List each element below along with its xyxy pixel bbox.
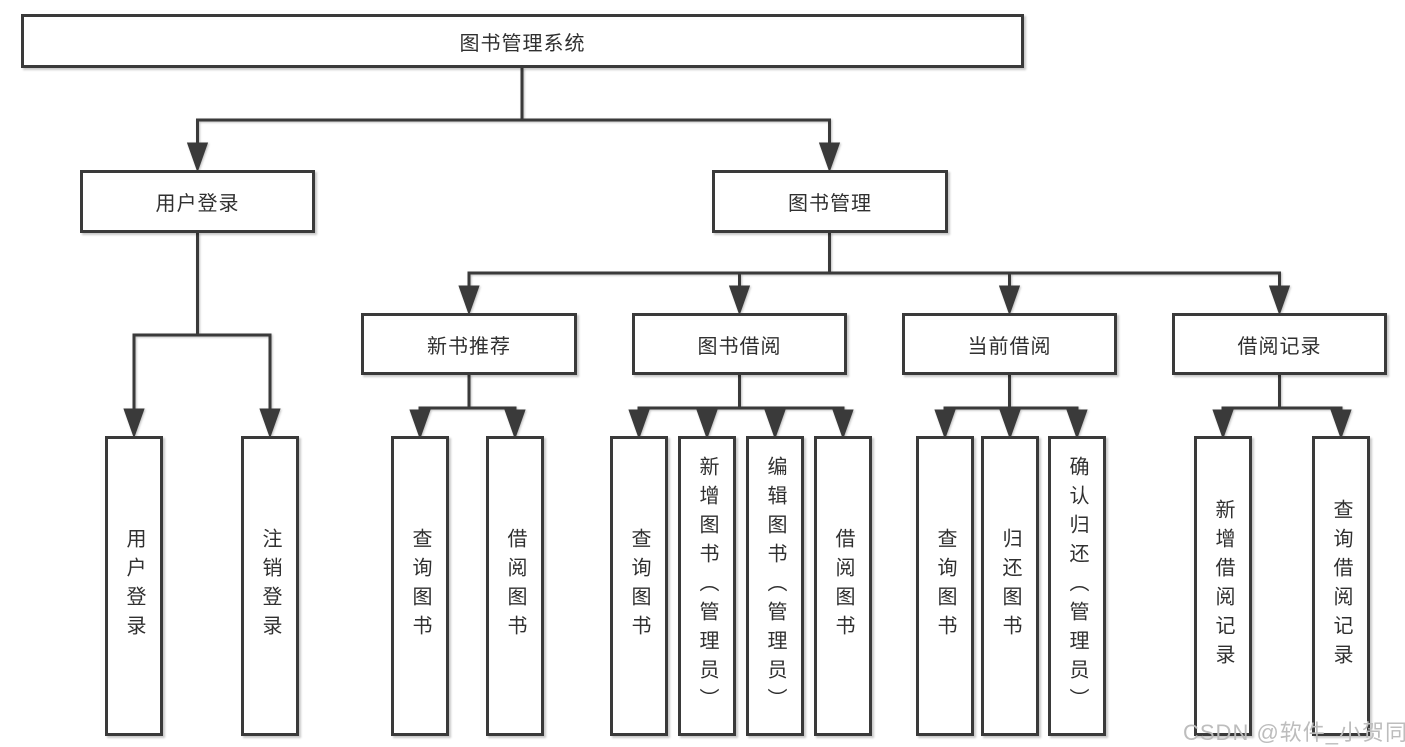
node-new-book-recommend: 新书推荐 — [361, 313, 577, 375]
leaf-records-add: 新增借阅记录 — [1194, 436, 1252, 736]
leaf-current-query-label: 查询图书 — [934, 528, 956, 644]
arrowhead-icon — [998, 285, 1021, 316]
connector-user-branch — [123, 233, 281, 439]
leaf-logout: 注销登录 — [241, 436, 299, 736]
connector-borrow-children — [628, 375, 854, 440]
leaf-logout-label: 注销登录 — [259, 528, 281, 644]
leaf-borrowing-query-label: 查询图书 — [628, 528, 650, 644]
leaf-borrowing-borrow-book: 借阅图书 — [814, 436, 872, 736]
node-borrow-records-label: 借阅记录 — [1237, 335, 1322, 358]
arrowhead-icon — [458, 285, 480, 316]
node-book-borrowing: 图书借阅 — [632, 313, 847, 375]
connector-root-to-level2 — [186, 68, 841, 173]
node-book-management-branch: 图书管理 — [712, 170, 948, 233]
arrowhead-icon — [186, 142, 209, 173]
arrowhead-icon — [818, 142, 841, 173]
node-borrow-records: 借阅记录 — [1172, 313, 1387, 375]
leaf-borrowing-edit-book-admin-label: 编辑图书（管理员） — [764, 455, 786, 717]
node-book-borrowing-label: 图书借阅 — [697, 335, 782, 358]
node-root: 图书管理系统 — [21, 14, 1024, 68]
leaf-newbooks-query: 查询图书 — [391, 436, 449, 736]
arrowhead-icon — [628, 409, 650, 440]
leaf-records-query-label: 查询借阅记录 — [1330, 499, 1352, 673]
leaf-current-confirm-return-admin: 确认归还（管理员） — [1048, 436, 1106, 736]
arrowhead-icon — [409, 409, 431, 440]
arrowhead-icon — [1268, 285, 1291, 316]
arrowhead-icon — [1066, 409, 1088, 440]
leaf-newbooks-borrow-label: 借阅图书 — [504, 528, 526, 644]
node-user-login-branch: 用户登录 — [80, 170, 315, 233]
leaf-borrowing-query: 查询图书 — [610, 436, 668, 736]
arrowhead-icon — [123, 408, 145, 439]
arrowhead-icon — [934, 409, 956, 440]
node-root-label: 图书管理系统 — [459, 32, 586, 55]
leaf-newbooks-query-label: 查询图书 — [409, 528, 431, 644]
leaf-borrowing-borrow-book-label: 借阅图书 — [832, 528, 854, 644]
leaf-current-query: 查询图书 — [916, 436, 974, 736]
leaf-newbooks-borrow: 借阅图书 — [486, 436, 544, 736]
leaf-borrowing-edit-book-admin: 编辑图书（管理员） — [746, 436, 804, 736]
leaf-current-return-label: 归还图书 — [999, 528, 1021, 644]
leaf-records-add-label: 新增借阅记录 — [1212, 499, 1234, 673]
node-new-book-recommend-label: 新书推荐 — [427, 335, 511, 358]
arrowhead-icon — [504, 409, 526, 440]
leaf-user-login-label: 用户登录 — [123, 528, 145, 644]
csdn-watermark: CSDN @软件_小贺同学 — [1183, 720, 1405, 745]
arrowhead-icon — [1212, 409, 1234, 440]
node-book-management-branch-label: 图书管理 — [788, 193, 872, 215]
leaf-borrowing-add-book-admin: 新增图书（管理员） — [678, 436, 736, 736]
connector-books-to-level3 — [458, 233, 1291, 316]
arrowhead-icon — [1330, 409, 1352, 440]
arrowhead-icon — [764, 409, 786, 440]
connector-current-children — [934, 375, 1088, 440]
leaf-current-return: 归还图书 — [981, 436, 1039, 736]
arrowhead-icon — [259, 408, 281, 439]
arrowhead-icon — [728, 285, 751, 316]
arrowhead-icon — [999, 409, 1021, 440]
arrowhead-icon — [696, 409, 718, 440]
node-current-borrowing: 当前借阅 — [902, 313, 1117, 375]
leaf-user-login: 用户登录 — [105, 436, 163, 736]
leaf-records-query: 查询借阅记录 — [1312, 436, 1370, 736]
arrowhead-icon — [832, 409, 854, 440]
connector-newbooks-children — [409, 375, 526, 440]
node-user-login-branch-label: 用户登录 — [155, 193, 240, 215]
leaf-current-confirm-return-admin-label: 确认归还（管理员） — [1066, 455, 1088, 717]
connector-records-children — [1212, 375, 1352, 440]
node-current-borrowing-label: 当前借阅 — [967, 335, 1052, 358]
leaf-borrowing-add-book-admin-label: 新增图书（管理员） — [696, 455, 718, 717]
